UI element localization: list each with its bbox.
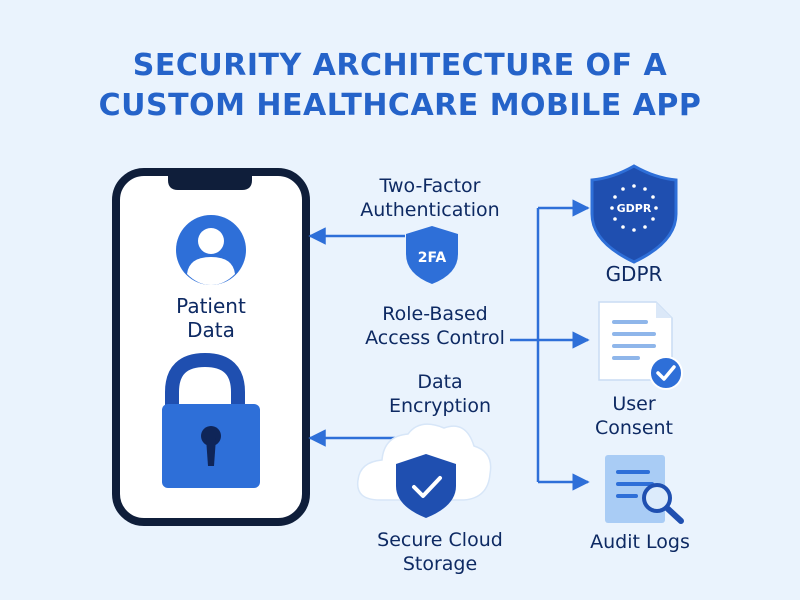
cloud-storage-label-line-2: Storage (402, 553, 478, 575)
phone-notch (168, 172, 252, 190)
gdpr-label-text: GDPR (605, 262, 663, 286)
consent-document-icon (598, 301, 673, 381)
gdpr-label: GDPR (564, 262, 704, 286)
page-title-line-1: SECURITY ARCHITECTURE OF A (132, 48, 668, 83)
rbac-label-line-2: Access Control (365, 327, 505, 349)
gdpr-badge-text: GDPR (617, 202, 652, 215)
two-factor-label-line-1: Two-Factor (379, 175, 481, 197)
user-consent-label-line-1: User (612, 393, 656, 415)
magnifier-icon (642, 483, 684, 524)
rbac-label-line-1: Role-Based (382, 303, 488, 325)
patient-data-label: Patient Data (121, 294, 301, 342)
cloud-storage-label-line-1: Secure Cloud (377, 529, 503, 551)
2fa-shield-icon: 2FA (406, 226, 458, 284)
encryption-label-line-1: Data (417, 371, 463, 393)
user-avatar-icon (176, 215, 246, 285)
gdpr-stars (610, 184, 658, 232)
user-consent-label: User Consent (564, 392, 704, 440)
audit-logs-label-text: Audit Logs (590, 531, 690, 553)
two-factor-label: Two-Factor Authentication (330, 174, 530, 222)
gdpr-shield-icon: GDPR (590, 164, 678, 264)
page-title-line-2: CUSTOM HEALTHCARE MOBILE APP (98, 88, 702, 123)
patient-data-label-line-1: Patient (176, 294, 246, 318)
audit-logs-label: Audit Logs (560, 530, 720, 554)
encryption-label: Data Encryption (350, 370, 530, 418)
page-title: SECURITY ARCHITECTURE OF A CUSTOM HEALTH… (0, 46, 800, 126)
2fa-badge-text: 2FA (418, 250, 447, 266)
padlock-icon (162, 352, 260, 488)
encryption-label-line-2: Encryption (388, 395, 491, 417)
patient-data-label-line-2: Data (187, 318, 235, 342)
compliance-connector (510, 199, 590, 491)
rbac-label: Role-Based Access Control (340, 302, 530, 350)
check-badge-icon (649, 356, 683, 390)
cloud-storage-label: Secure Cloud Storage (340, 528, 540, 576)
two-factor-label-line-2: Authentication (360, 199, 500, 221)
user-consent-label-line-2: Consent (594, 417, 673, 439)
shield-check-icon (396, 454, 456, 518)
